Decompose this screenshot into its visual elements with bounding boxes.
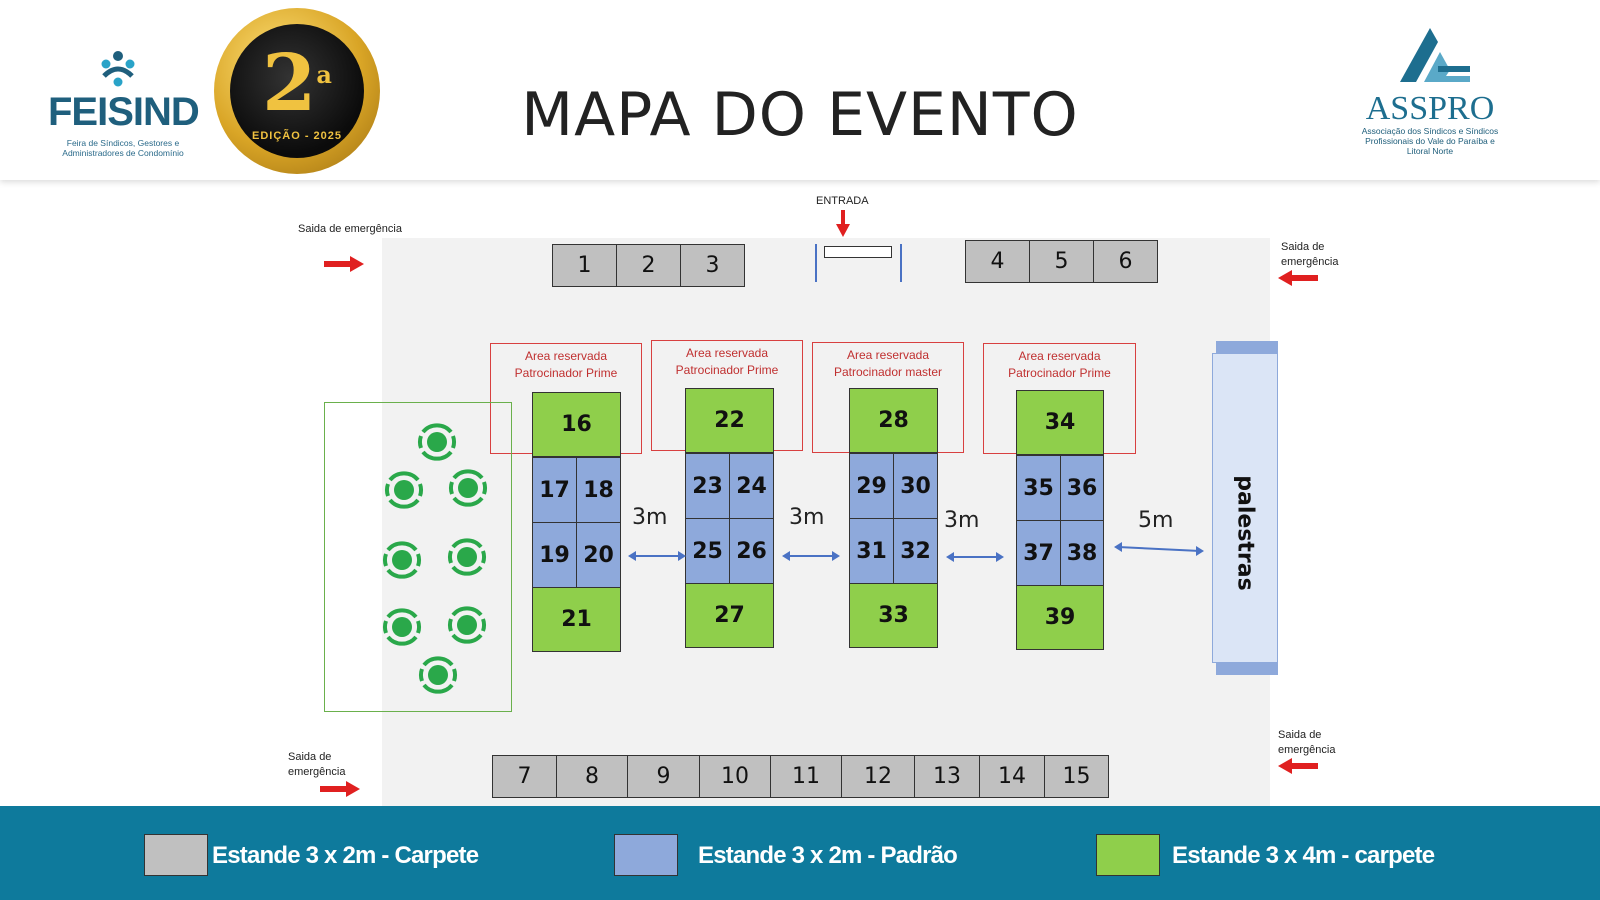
distance-label-4: 5m [1138,508,1174,533]
legend-swatch-carpete [144,834,208,876]
reserved-area-2: Area reservada Patrocinador Prime [651,340,803,451]
legend-bar: Estande 3 x 2m - Carpete Estande 3 x 2m … [0,806,1600,900]
legend-label-carpete-4m: Estande 3 x 4m - carpete [1172,842,1435,869]
page-title: MAPA DO EVENTO [521,80,1079,150]
booth-15[interactable]: 15 [1044,755,1109,798]
booth-32[interactable]: 32 [893,518,938,584]
booth-39[interactable]: 39 [1016,585,1104,650]
stage-cap-top [1216,341,1278,353]
booth-22[interactable]: 22 [685,388,774,453]
lounge-area [324,402,512,712]
table-icon [418,656,458,694]
floor-area [382,238,1270,806]
booth-25[interactable]: 25 [685,518,730,584]
booth-12[interactable]: 12 [841,755,915,798]
entrance-arrow-icon [836,210,850,237]
booth-27[interactable]: 27 [685,583,774,648]
exit-arrow-icon [324,256,364,272]
header: FEISIND Feira de Síndicos, Gestores e Ad… [0,0,1600,180]
asspro-emblem-icon [1400,28,1470,82]
stage-cap-bottom [1216,663,1278,675]
table-icon [382,541,422,579]
booth-16[interactable]: 16 [532,392,621,457]
entrance-label: ENTRADA [816,195,869,207]
double-arrow-icon [628,551,686,561]
booth-7[interactable]: 7 [492,755,557,798]
booth-29[interactable]: 29 [849,453,894,519]
legend-label-carpete: Estande 3 x 2m - Carpete [212,842,479,869]
feisind-name: FEISIND [48,90,200,134]
booth-9[interactable]: 9 [627,755,700,798]
booth-20[interactable]: 20 [576,522,621,588]
booth-26[interactable]: 26 [729,518,774,584]
booth-6[interactable]: 6 [1093,240,1158,283]
booth-13[interactable]: 13 [914,755,980,798]
booth-24[interactable]: 24 [729,453,774,519]
table-icon [382,608,422,646]
double-arrow-icon [782,551,840,561]
booth-28[interactable]: 28 [849,388,938,453]
exit-label-bottom-left: Saida de emergência [288,751,346,778]
booth-33[interactable]: 33 [849,583,938,648]
booth-38[interactable]: 38 [1060,520,1104,586]
reserved-area-1: Area reservada Patrocinador Prime [490,343,642,454]
medal-text: EDIÇÃO - 2025 [251,130,343,142]
asspro-name: ASSPRO [1365,90,1495,127]
table-icon [448,469,488,507]
booth-14[interactable]: 14 [979,755,1045,798]
table-icon [417,423,457,461]
entrance-door [824,246,892,258]
booth-21[interactable]: 21 [532,587,621,652]
people-icon [101,51,135,87]
distance-label-1: 3m [632,505,668,530]
double-arrow-icon [1114,542,1204,556]
booth-1[interactable]: 1 [552,244,617,287]
booth-18[interactable]: 18 [576,457,621,523]
medal-number: 2a [262,38,332,129]
booth-11[interactable]: 11 [770,755,842,798]
asspro-subtitle: Associação dos Síndicos e Síndicos Profi… [1361,126,1499,156]
booth-4[interactable]: 4 [965,240,1030,283]
booth-19[interactable]: 19 [532,522,577,588]
table-icon [384,471,424,509]
exit-label-bottom-right: Saida de emergência [1278,729,1336,756]
booth-2[interactable]: 2 [616,244,681,287]
booth-36[interactable]: 36 [1060,455,1104,521]
booth-35[interactable]: 35 [1016,455,1061,521]
table-icon [447,538,487,576]
exit-arrow-icon [1278,270,1318,286]
stage-label: palestras [1232,475,1258,591]
distance-label-2: 3m [789,505,825,530]
booth-3[interactable]: 3 [680,244,745,287]
table-icon [447,606,487,644]
booth-8[interactable]: 8 [556,755,628,798]
booth-5[interactable]: 5 [1029,240,1094,283]
booth-23[interactable]: 23 [685,453,730,519]
booth-30[interactable]: 30 [893,453,938,519]
edition-medal: 2a EDIÇÃO - 2025 [214,8,380,174]
double-arrow-icon [946,552,1004,562]
booth-10[interactable]: 10 [699,755,771,798]
booth-37[interactable]: 37 [1016,520,1061,586]
booth-34[interactable]: 34 [1016,390,1104,455]
exit-label-top-left: Saida de emergência [298,223,402,235]
distance-label-3: 3m [944,508,980,533]
exit-label-top-right: Saida de emergência [1281,241,1339,268]
booth-31[interactable]: 31 [849,518,894,584]
entrance-wall-left [815,244,817,282]
legend-swatch-padrao [614,834,678,876]
asspro-logo: ASSPRO Associação dos Síndicos e Síndico… [1360,26,1500,156]
stage-palestras[interactable] [1212,353,1278,663]
legend-label-padrao: Estande 3 x 2m - Padrão [698,842,958,869]
booth-17[interactable]: 17 [532,457,577,523]
exit-arrow-icon [1278,758,1318,774]
legend-swatch-carpete-4m [1096,834,1160,876]
exit-arrow-icon [320,781,360,797]
reserved-area-4: Area reservada Patrocinador Prime [983,343,1136,454]
feisind-logo: FEISIND Feira de Síndicos, Gestores e Ad… [48,50,200,160]
feisind-subtitle: Feira de Síndicos, Gestores e Administra… [62,138,184,158]
entrance-wall-right [900,244,902,282]
